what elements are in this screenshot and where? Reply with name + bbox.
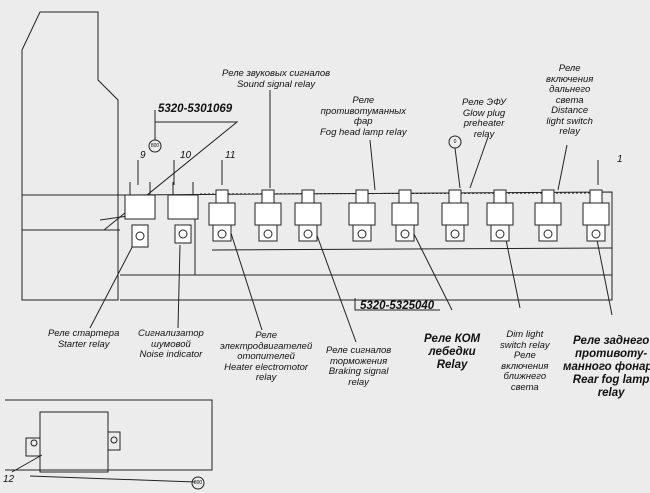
relay — [534, 202, 562, 226]
label-line: шумовой — [151, 338, 191, 350]
callout-10: 10 — [180, 150, 192, 161]
relay — [348, 202, 376, 226]
label-line: дальнего — [549, 84, 591, 95]
label-line: фар — [354, 116, 373, 127]
relay-screw — [263, 229, 273, 239]
relay-screw — [357, 229, 367, 239]
relay-terminal — [541, 189, 555, 204]
label-line: включения — [546, 73, 594, 85]
relay-terminal — [493, 189, 507, 204]
callout-9: 9 — [140, 150, 146, 161]
label-line: Braking signal — [328, 366, 389, 377]
label-line: Реле стартера — [48, 328, 120, 339]
callout-12: 12 — [3, 474, 15, 485]
label-line: Distance — [551, 105, 589, 116]
relay-screw — [217, 229, 227, 239]
label-line: Noise indicator — [139, 349, 203, 360]
relay-screw — [450, 229, 460, 239]
label-line: противоту- — [575, 348, 648, 360]
inset-relay — [39, 411, 109, 473]
label-line: relay — [559, 126, 580, 137]
relay-screw — [400, 229, 410, 239]
relay-screw — [543, 229, 553, 239]
label-line: relay — [255, 372, 277, 383]
label-line: Sound signal relay — [236, 78, 316, 90]
noise-indicator — [167, 194, 199, 220]
relay — [391, 202, 419, 226]
label-line: противотуманных — [320, 105, 407, 117]
label-line: включения — [501, 360, 549, 372]
relay-terminal — [398, 189, 412, 204]
label-line: Starter relay — [57, 338, 110, 350]
label-line: Реле — [255, 330, 278, 341]
label-line: Реле звуковых сигналов — [222, 68, 331, 79]
label-line: электродвигателей — [220, 340, 313, 352]
label-line: отопителей — [237, 351, 295, 362]
relay-terminal — [589, 189, 603, 204]
label-line: Rear fog lamp — [572, 374, 650, 386]
relay-terminal — [215, 189, 229, 204]
label-line: Реле — [558, 63, 581, 74]
label-line: Реле — [513, 350, 536, 361]
callout-circle-glow: 0 — [453, 139, 457, 145]
relay-screw — [303, 229, 313, 239]
label-line: лебедки — [428, 346, 476, 358]
label-line: света — [510, 381, 539, 393]
label-line: relay — [473, 128, 495, 140]
relay — [208, 202, 236, 226]
relay-terminal — [355, 189, 369, 204]
relay — [294, 202, 322, 226]
relay-screw — [591, 229, 601, 239]
relay — [582, 202, 610, 226]
relay — [441, 202, 469, 226]
label-line: Реле КОМ — [424, 333, 481, 345]
callout-circle-bottom: 800 — [193, 480, 203, 486]
label-line: Реле сигналов — [326, 345, 392, 356]
label-line: ближнего — [503, 371, 547, 382]
label-line: Реле — [352, 95, 375, 106]
starter-relay — [124, 194, 156, 220]
label-line: preheater — [463, 118, 505, 129]
label-line: Реле ЭФУ — [462, 97, 507, 108]
callout-1: 1 — [617, 154, 623, 165]
cab-panel — [21, 11, 119, 301]
label-line: switch relay — [500, 339, 550, 351]
callout-11: 11 — [225, 150, 236, 161]
relay-terminal — [448, 189, 462, 204]
relay — [254, 202, 282, 226]
label-line: Relay — [436, 359, 468, 371]
label-line: света — [555, 94, 584, 106]
label-line: Heater electromotor — [224, 361, 309, 373]
label-line: Сигнализатор — [138, 328, 204, 339]
label-line: light switch — [546, 115, 593, 127]
label-line: Dim light — [506, 329, 544, 340]
relay — [486, 202, 514, 226]
label-line: Glow plug — [462, 107, 506, 119]
relay-terminal — [301, 189, 315, 204]
relay-screw — [495, 229, 505, 239]
label-line: Fog head lamp relay — [320, 126, 407, 138]
lower-assembly-code: 5320-5325040 — [360, 300, 435, 312]
relay-terminal — [261, 189, 275, 204]
label-line: relay — [597, 387, 625, 399]
label-line: торможения — [329, 355, 388, 367]
label-line: Реле заднего — [572, 335, 650, 347]
label-line: манного фонаря — [563, 361, 650, 373]
upper-assembly-code: 5320-5301069 — [158, 103, 233, 115]
label-line: relay — [348, 376, 369, 388]
callout-circle-top: 800 — [150, 143, 160, 149]
